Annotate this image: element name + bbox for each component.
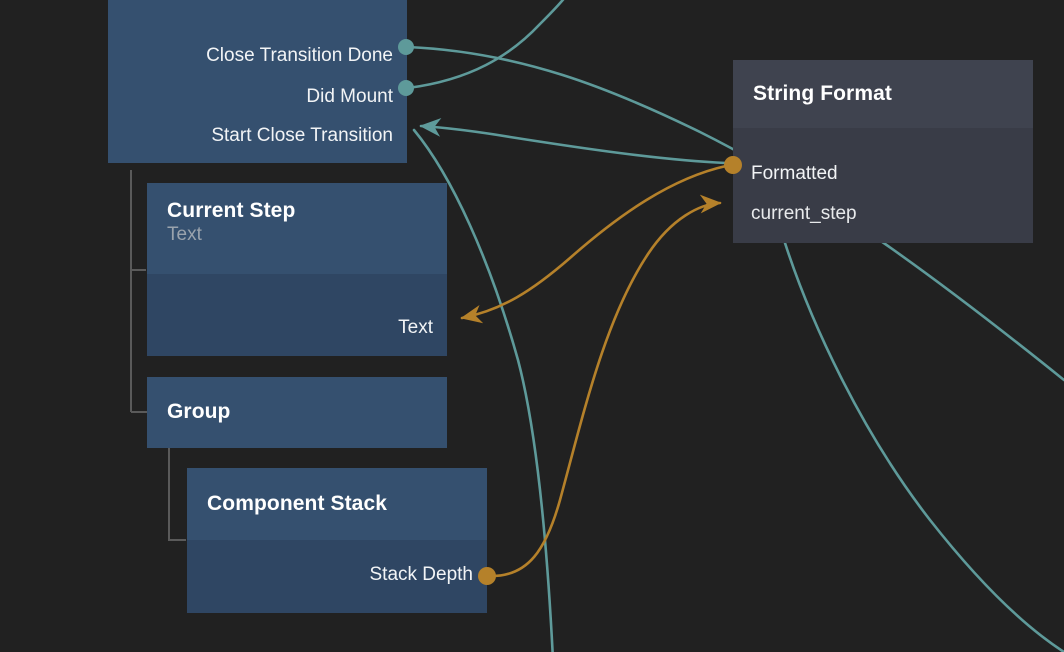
node-current-step-header: Current Step Text [147,183,447,274]
node-string-format-title: String Format [753,81,892,105]
port-row-current-step-text[interactable]: Text [398,316,433,338]
port-dot-stack-depth[interactable] [478,567,496,585]
edge-string-format-to-right-lower [783,241,1064,652]
node-current-step-subtitle: Text [167,224,202,246]
port-label-current-step-input: current_step [751,202,857,224]
edge-formatted-to-current-step-text [460,164,728,324]
node-current-step[interactable]: Current Step Text Text [147,183,447,356]
node-current-step-title: Current Step [167,199,296,222]
port-row-formatted[interactable]: Formatted [751,162,838,184]
node-group-header: Group [147,377,447,448]
port-dot-did-mount[interactable] [398,80,414,96]
port-dot-formatted[interactable] [724,156,742,174]
node-event-lifecycle-body: Close Transition Done Did Mount Start Cl… [108,0,407,163]
port-label-did-mount: Did Mount [306,85,393,107]
node-string-format[interactable]: String Format Formatted current_step [733,60,1033,243]
port-row-stack-depth[interactable]: Stack Depth [370,563,474,585]
edge-did-mount-to-top [406,0,565,90]
edge-stack-depth-to-current-step-input [490,194,722,578]
port-row-current-step-input[interactable]: current_step [751,202,857,224]
port-dot-close-transition-done[interactable] [398,39,414,55]
port-label-stack-depth: Stack Depth [369,563,474,585]
node-current-step-body: Text [147,274,447,356]
tree-connector-component-stack [168,448,186,541]
node-group[interactable]: Group [147,377,447,448]
node-component-stack-title: Component Stack [207,491,388,515]
node-component-stack-body: Stack Depth [187,540,487,613]
node-group-title: Group [167,400,231,424]
port-label-close-transition-done: Close Transition Done [206,44,393,66]
edge-formatted-to-start-close-transition [419,118,728,165]
node-component-stack[interactable]: Component Stack Stack Depth [187,468,487,613]
port-row-close-transition-done[interactable]: Close Transition Done [206,44,393,66]
node-event-lifecycle[interactable]: Close Transition Done Did Mount Start Cl… [108,0,407,163]
port-label-current-step-text: Text [398,316,433,338]
port-label-formatted: Formatted [751,162,838,184]
port-row-did-mount[interactable]: Did Mount [306,85,393,107]
node-string-format-header: String Format [733,60,1033,128]
port-row-start-close-transition[interactable]: Start Close Transition [211,124,393,146]
node-string-format-body: Formatted current_step [733,128,1033,243]
node-component-stack-header: Component Stack [187,468,487,540]
port-label-start-close-transition: Start Close Transition [211,124,393,146]
